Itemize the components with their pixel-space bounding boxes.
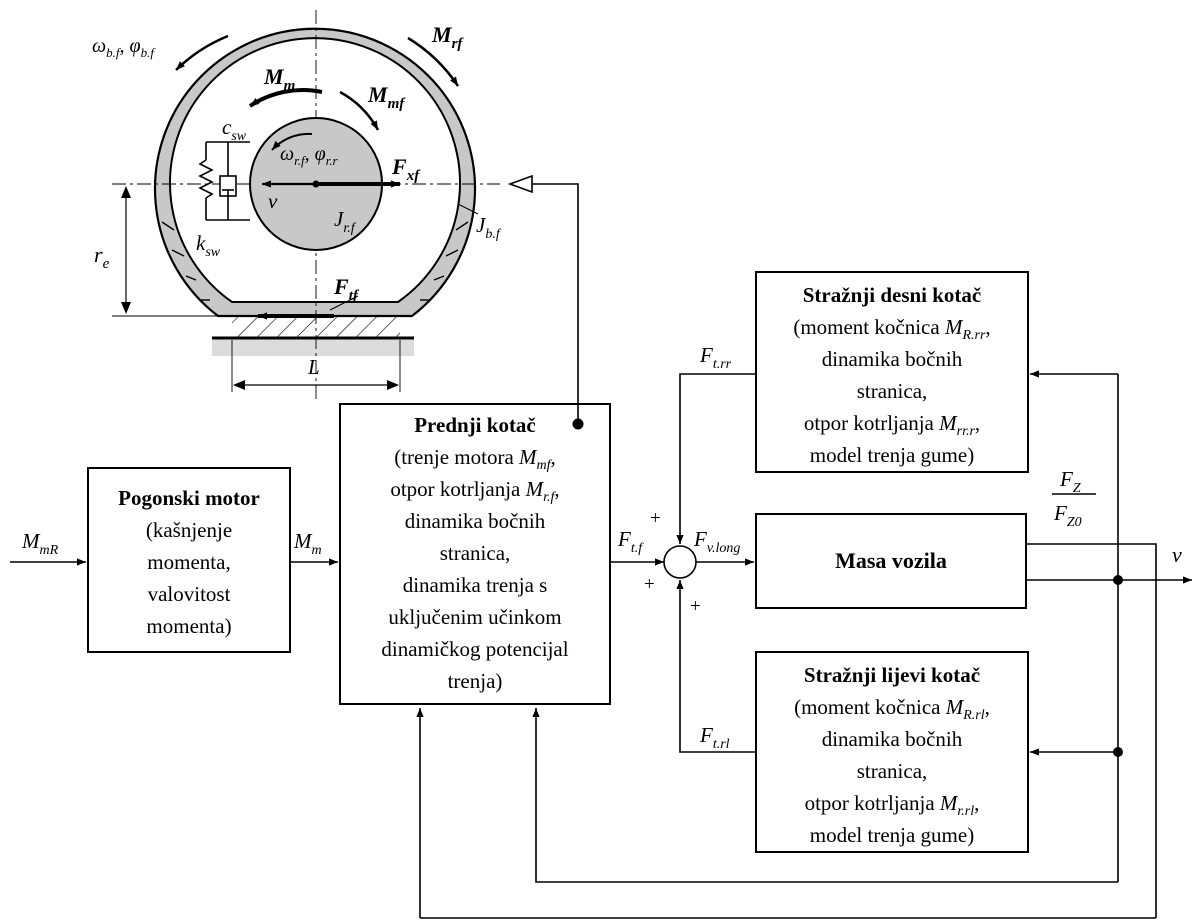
omega-r-arrow [271, 132, 313, 151]
rr-title: Stražnji desni kotač [803, 283, 982, 307]
front-line-7: dinamičkog potencijal [381, 637, 568, 661]
label-c-sw: csw [222, 115, 247, 144]
label-M-mf: Mmf [367, 82, 406, 112]
rl-line-1: (moment kočnica MR.rl, [794, 695, 990, 723]
wire-FZ [1026, 543, 1157, 918]
label-Fvlong: Fv.long [693, 527, 740, 556]
label-r-e: re [94, 242, 110, 272]
wire-Ftrr [676, 373, 756, 544]
front-line-2: otpor kotrljanja Mr.f, [390, 477, 559, 505]
L-arrow-left [233, 380, 245, 390]
label-FZ: FZ [1059, 467, 1081, 496]
plus-top: + [650, 508, 661, 529]
road-surface [212, 338, 414, 356]
plus-bottom: + [690, 596, 701, 617]
label-k-sw: ksw [196, 231, 221, 260]
front-line-3: dinamika bočnih [405, 509, 546, 533]
block-front-wheel: Prednji kotač (trenje motora Mmf, otpor … [339, 403, 611, 705]
wire-front-to-schematic [532, 183, 579, 424]
contact-patch-hatch [232, 316, 400, 338]
M-rf-arrow [407, 36, 460, 87]
rr-line-1: (moment kočnica MR.rr, [793, 315, 990, 343]
spring-damper [198, 141, 250, 221]
schematic-hollow-arrow [507, 174, 533, 194]
wire-Ftrl [676, 580, 756, 753]
rr-line-3: stranica, [857, 379, 928, 403]
rl-line-2: dinamika bočnih [822, 727, 963, 751]
summing-junction [663, 545, 697, 579]
label-omega-r-phi-r: ωr.f, φr.r [280, 143, 339, 168]
label-FZ0: FZ0 [1053, 501, 1082, 530]
label-omega-b-phi-b: ωb.f, φb.f [92, 35, 156, 60]
junction-v-rl [1113, 747, 1123, 757]
motor-line-1: (kašnjenje [146, 518, 232, 542]
label-F-tf: Ftf [333, 274, 360, 304]
plus-left: + [644, 574, 655, 595]
L-arrow-right [387, 380, 399, 390]
label-Ftrl: Ft.rl [699, 723, 730, 752]
rl-line-4: otpor kotrljanja Mr.rl, [805, 791, 980, 819]
block-motor: Pogonski motor (kašnjenje momenta, valov… [87, 467, 291, 653]
front-line-1: (trenje motora Mmf, [394, 445, 556, 473]
label-M-rf: Mrf [431, 22, 464, 52]
F-tf-leader [329, 295, 359, 311]
M-mf-arrow [339, 90, 380, 131]
label-L: L [307, 355, 320, 379]
wheel-schematic: ωb.f, φb.f Mrf Mm Mmf csw ωr.f, φr.r Fxf… [92, 10, 502, 400]
junction-v [1113, 575, 1123, 585]
label-F-xf: Fxf [391, 154, 421, 184]
rr-line-4: otpor kotrljanja Mrr.r, [804, 411, 980, 439]
rl-line-3: stranica, [857, 759, 928, 783]
junction-front [572, 418, 584, 430]
signal-lines [10, 183, 1192, 919]
label-J-rf: Jr.f [334, 207, 357, 236]
rr-line-5: model trenja gume) [810, 443, 974, 467]
J-bf-leader [457, 203, 479, 215]
label-MmR: MmR [21, 529, 59, 558]
motor-line-3: valovitost [148, 582, 231, 606]
front-title: Prednji kotač [414, 413, 536, 437]
omega-b-arrow [175, 34, 229, 71]
motor-line-2: momenta, [147, 550, 230, 574]
label-FZ-fraction: FZ FZ0 [1052, 467, 1096, 530]
label-v-output: v [1172, 542, 1182, 567]
block-vehicle-mass: Masa vozila [755, 513, 1027, 609]
re-arrow-top [121, 186, 131, 198]
rl-line-5: model trenja gume) [810, 823, 974, 847]
M-m-arrow [248, 88, 323, 108]
label-Ftf: Ft.f [617, 527, 644, 556]
tire-ground-ticks [161, 221, 469, 301]
label-Ftrr: Ft.rr [699, 343, 732, 372]
label-M-m: Mm [263, 64, 295, 94]
block-rear-right-wheel: Stražnji desni kotač (moment kočnica MR.… [755, 271, 1029, 473]
mass-title: Masa vozila [835, 548, 947, 573]
motor-title: Pogonski motor [118, 486, 260, 510]
front-line-6: uključenim učinkom [388, 605, 561, 629]
wire-v-to-front [532, 708, 1118, 883]
front-line-4: stranica, [440, 541, 511, 565]
front-line-8: trenja) [448, 669, 503, 693]
front-line-5: dinamika trenja s [403, 573, 548, 597]
block-rear-left-wheel: Stražnji lijevi kotač (moment kočnica MR… [755, 651, 1029, 853]
motor-line-4: momenta) [146, 614, 231, 638]
label-J-bf: Jb.f [476, 213, 502, 242]
re-arrow-bottom [121, 302, 131, 314]
rl-title: Stražnji lijevi kotač [804, 663, 980, 687]
label-Mm: Mm [293, 529, 322, 558]
label-v-wheel: v [268, 189, 278, 213]
rr-line-2: dinamika bočnih [822, 347, 963, 371]
